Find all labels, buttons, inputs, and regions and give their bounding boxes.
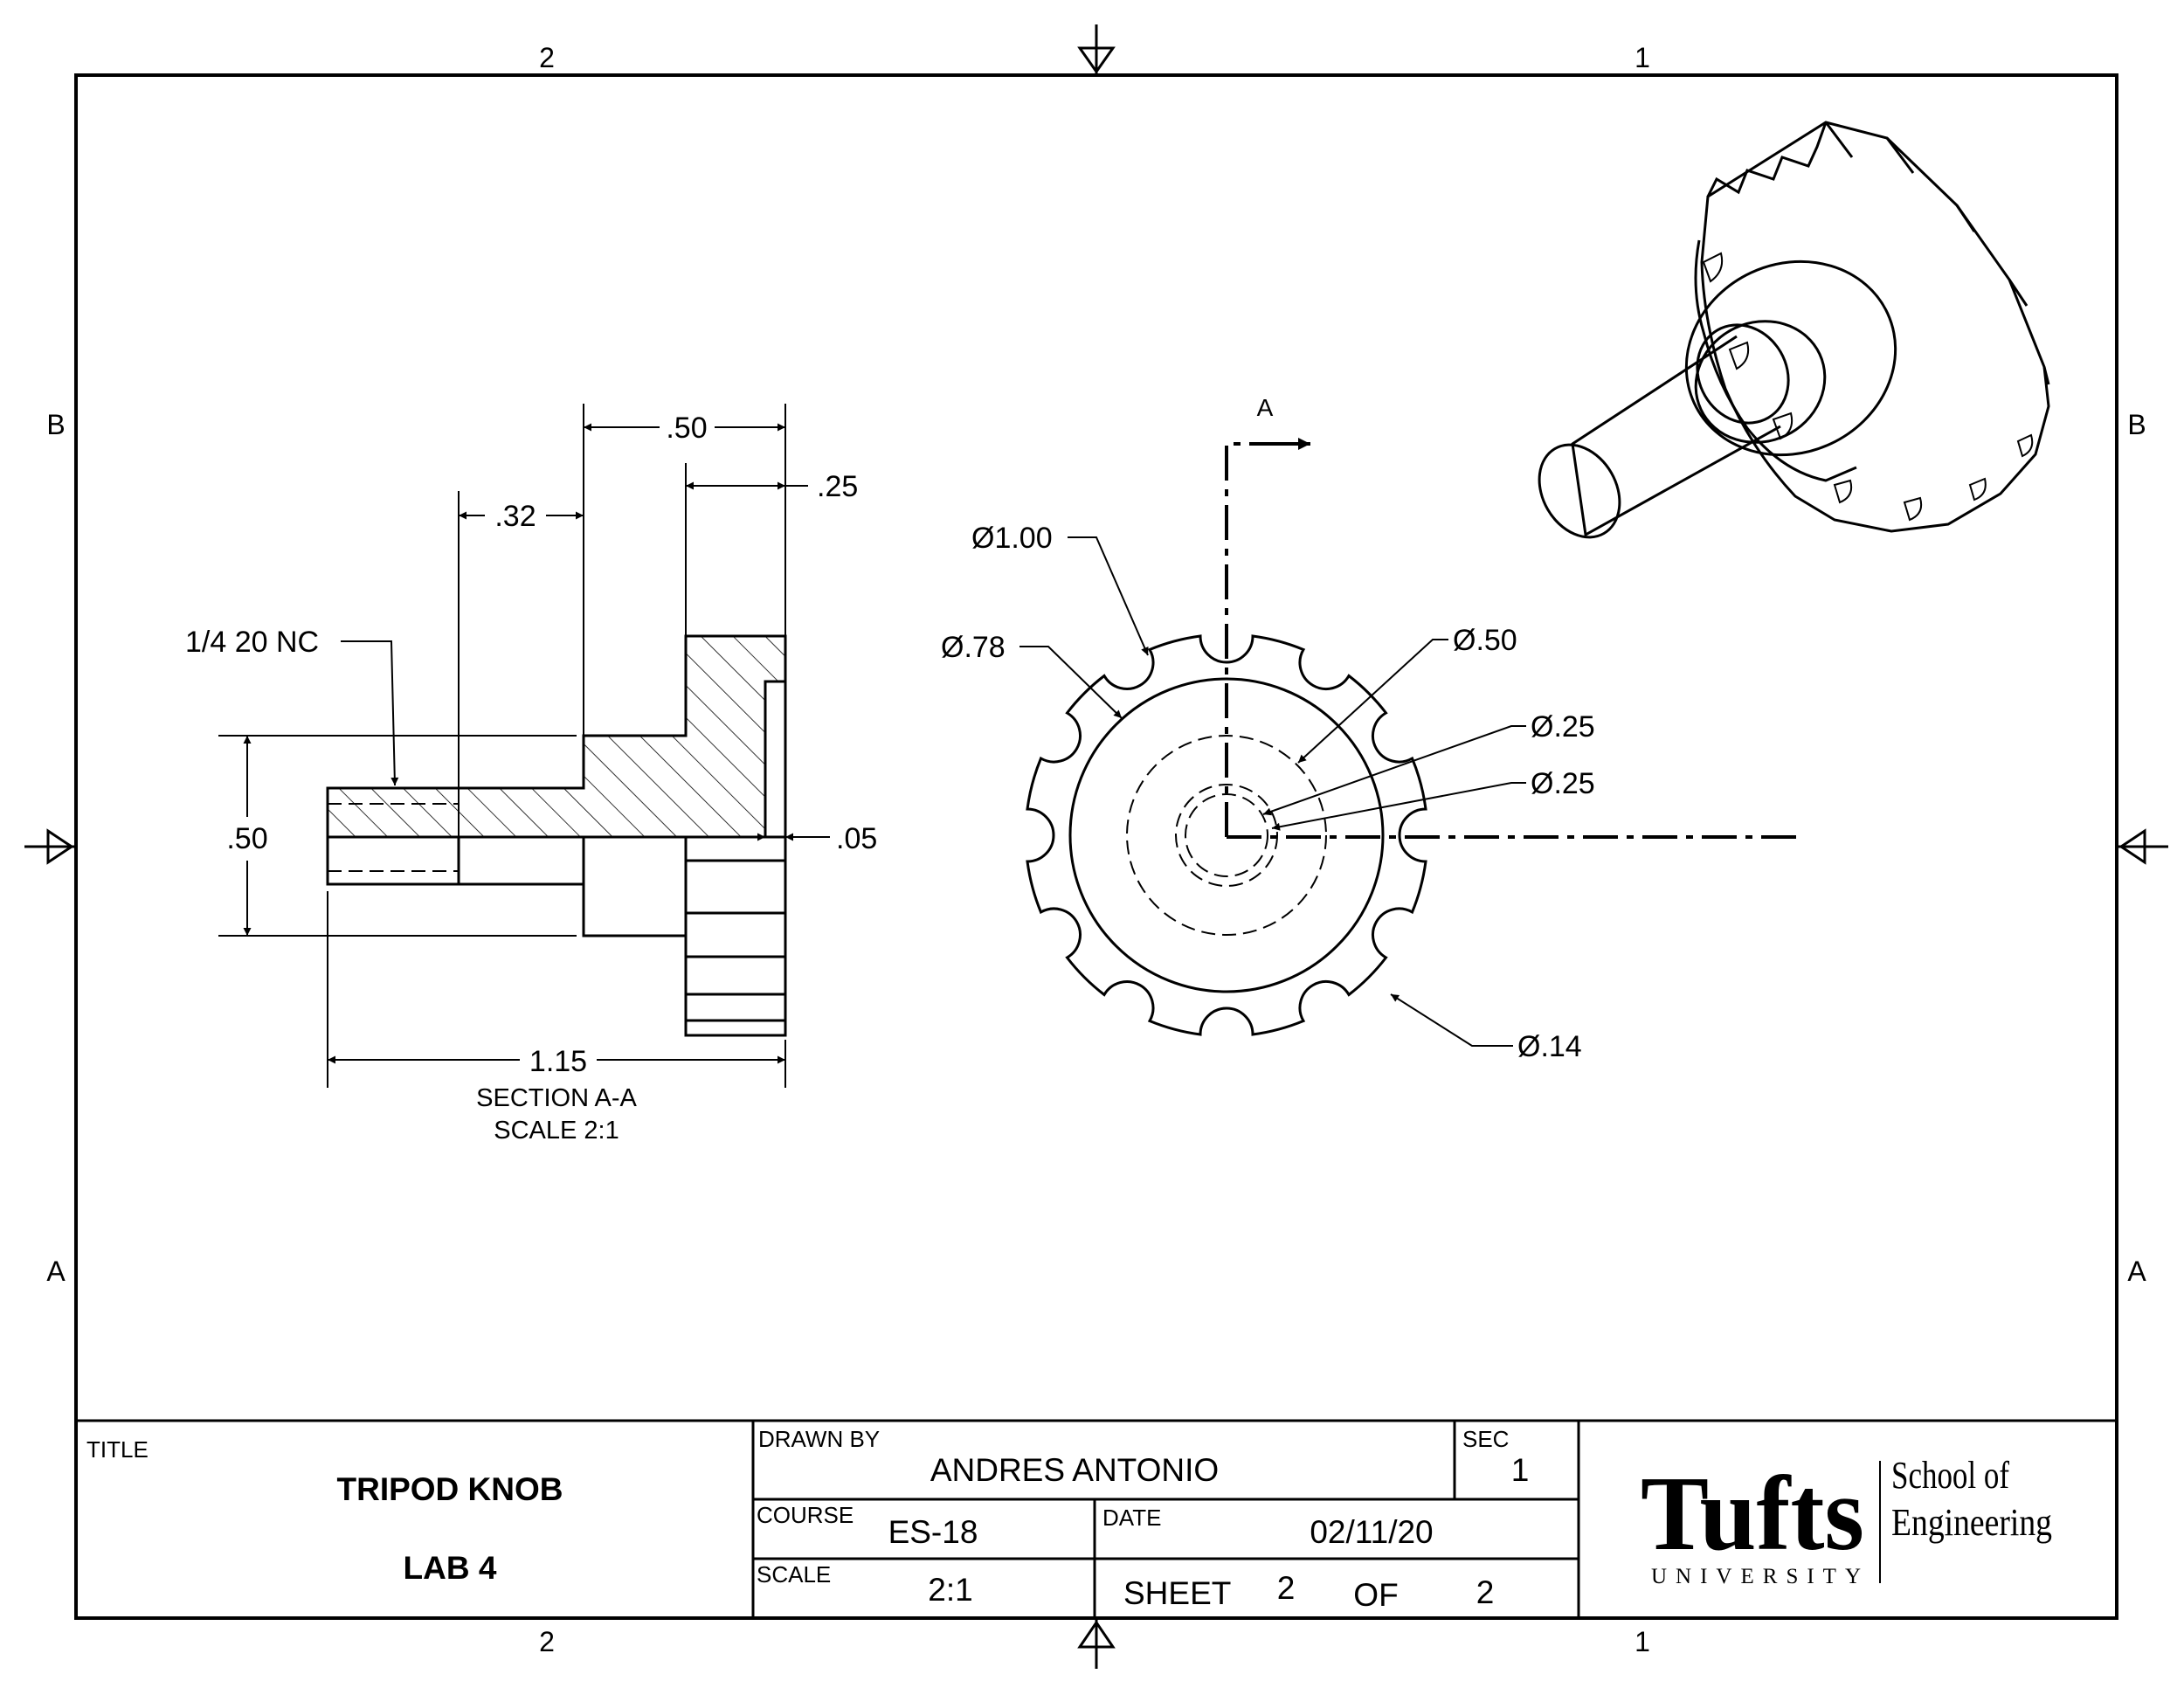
- zone-col-top-1: 1: [1635, 42, 1650, 73]
- callout-hub-dia: Ø.50: [1453, 624, 1517, 657]
- leader-hub-dia: [1297, 639, 1448, 764]
- of-label: OF: [1353, 1577, 1398, 1613]
- drawing-subtitle: LAB 4: [404, 1550, 497, 1586]
- logo-school-line2: Engineering: [1891, 1501, 2052, 1544]
- isometric-view: [1538, 121, 2050, 539]
- zone-col-bottom-2: 2: [539, 1626, 555, 1657]
- of-value: 2: [1476, 1574, 1495, 1610]
- iso-shaft-base: [1696, 323, 1790, 425]
- border-frame: [74, 73, 2118, 1620]
- logo-school-line1: School of: [1891, 1454, 2009, 1497]
- drawn-by-value: ANDRES ANTONIO: [930, 1452, 1219, 1488]
- dim-shaft-dia: .50: [226, 822, 267, 855]
- knob-knurled-outline: [1026, 634, 1427, 1036]
- drawing-border: 2 1 2 1 B A B A: [24, 24, 2168, 1669]
- centering-mark-bottom: [1077, 1618, 1116, 1669]
- iso-shaft: [1571, 335, 1781, 537]
- flange-lower-outline: [684, 837, 787, 1037]
- iso-front-rim: [1694, 239, 1857, 482]
- thread-callout: 1/4 20 NC: [185, 626, 319, 659]
- dim-thread-length: .32: [494, 500, 536, 533]
- sheet-label: SHEET: [1123, 1575, 1231, 1611]
- tufts-logo: Tufts UNIVERSITY School of Engineering: [1641, 1454, 2052, 1588]
- thread-callout-leader: [341, 640, 399, 786]
- callout-bore-dia-1: Ø.25: [1531, 710, 1595, 744]
- section-view: .50 .25 .32 .50 .05 1.15 1/4 20 NC SECTI…: [185, 404, 877, 1145]
- shaft-lower-outline: [459, 837, 585, 886]
- drawing-title: TRIPOD KNOB: [337, 1471, 563, 1507]
- section-hatch: [328, 636, 785, 837]
- callout-notch-dia: Ø.14: [1517, 1030, 1582, 1063]
- iso-shaft-end: [1538, 443, 1621, 539]
- scale-label: SCALE: [757, 1561, 831, 1588]
- centering-mark-left: [24, 828, 76, 865]
- zone-col-bottom-1: 1: [1635, 1626, 1650, 1657]
- leader-outer-dia: [1068, 536, 1149, 656]
- date-label: DATE: [1102, 1505, 1161, 1531]
- centering-mark-top: [1077, 24, 1116, 75]
- dim-flange-thickness: .25: [817, 470, 858, 503]
- iso-hub-outer: [1684, 259, 1897, 457]
- sec-value: 1: [1511, 1452, 1530, 1488]
- recess-outline: [764, 680, 785, 837]
- zone-row-right-b: B: [2127, 409, 2146, 440]
- iso-knurl-notches: [1702, 252, 2034, 522]
- section-marker-label: A: [1257, 394, 1274, 421]
- zone-col-top-2: 2: [539, 42, 555, 73]
- zone-row-left-a: A: [46, 1256, 66, 1287]
- leader-pitch-dia: [1019, 646, 1123, 719]
- callout-outer-dia: Ø1.00: [971, 522, 1053, 555]
- title-label: TITLE: [86, 1436, 149, 1463]
- sec-label: SEC: [1462, 1426, 1509, 1452]
- callout-bore-dia-2: Ø.25: [1531, 767, 1595, 800]
- leader-bore-dia-1: [1262, 725, 1526, 816]
- callout-pitch-dia: Ø.78: [941, 631, 1006, 664]
- section-outline-upper: [326, 634, 787, 837]
- hub-lower-outline: [582, 837, 688, 937]
- iso-hub-face: [1694, 320, 1827, 444]
- hidden-circle-25-inner: [1185, 793, 1268, 877]
- sheet-value: 2: [1277, 1570, 1296, 1606]
- section-scale-label: SCALE 2:1: [494, 1117, 619, 1145]
- course-label: COURSE: [757, 1502, 854, 1528]
- leader-notch-dia: [1390, 993, 1513, 1047]
- front-view: A Ø1.00 Ø.78 Ø.50 Ø.25 Ø.25 Ø.14: [941, 394, 1798, 1063]
- iso-knob-body: [1700, 121, 2050, 533]
- dim-flange-to-end: .50: [666, 412, 707, 445]
- zone-row-right-a: A: [2127, 1256, 2146, 1287]
- iso-knurl-ridges: [1824, 121, 2050, 385]
- hidden-circle-50: [1126, 735, 1327, 936]
- centering-mark-right: [2117, 828, 2168, 865]
- zone-row-left-b: B: [46, 409, 65, 440]
- scale-value: 2:1: [928, 1572, 972, 1608]
- thread-lower-outline: [326, 837, 460, 886]
- dim-overall-length: 1.15: [529, 1045, 587, 1078]
- hub-circle: [1068, 677, 1385, 993]
- logo-wordmark: Tufts: [1641, 1455, 1864, 1573]
- dim-recess-depth: .05: [836, 822, 877, 855]
- cutting-plane-vertical: [1225, 442, 1306, 837]
- date-value: 02/11/20: [1310, 1514, 1433, 1550]
- title-block: TITLE TRIPOD KNOB LAB 4 DRAWN BY ANDRES …: [76, 1419, 2117, 1618]
- drawn-by-label: DRAWN BY: [758, 1426, 880, 1452]
- section-label: SECTION A-A: [476, 1084, 637, 1112]
- course-value: ES-18: [888, 1514, 978, 1550]
- leader-bore-dia-2: [1271, 782, 1526, 831]
- iso-knurl-top: [1706, 121, 1828, 197]
